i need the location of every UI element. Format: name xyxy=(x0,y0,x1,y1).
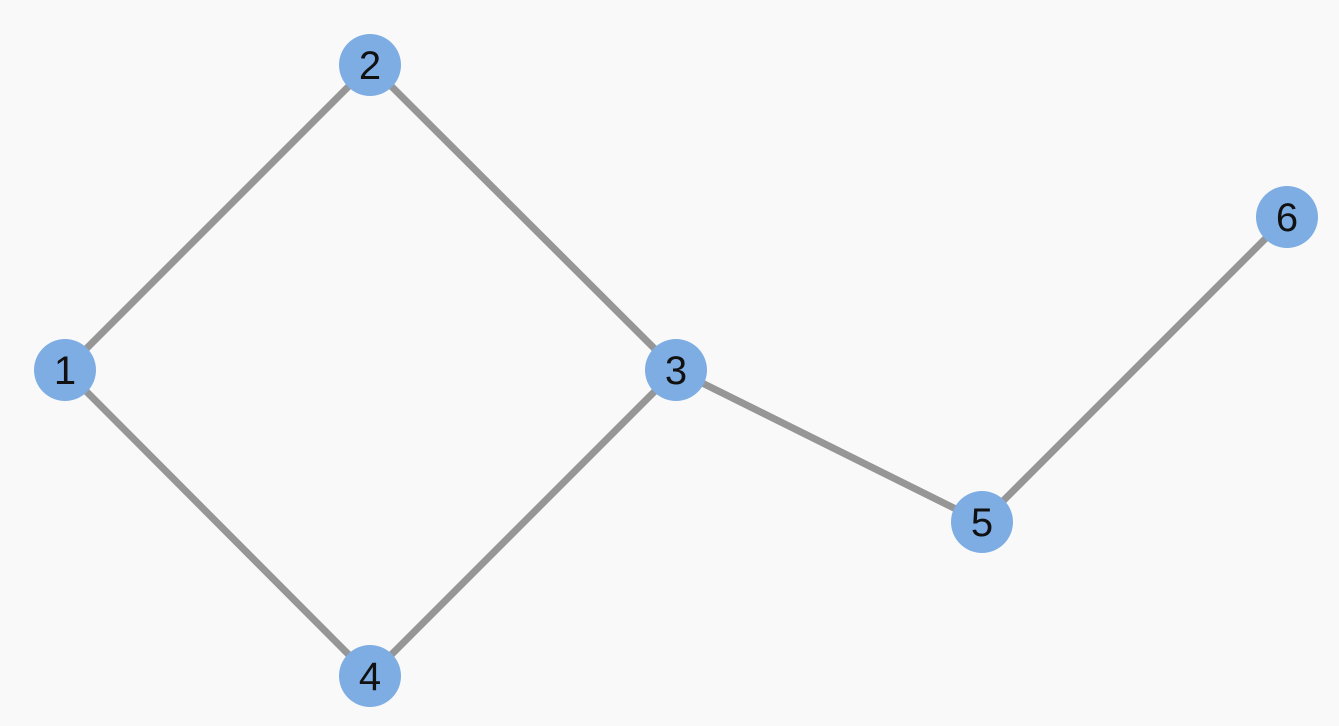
node-label: 2 xyxy=(359,44,381,88)
node-label: 6 xyxy=(1276,196,1298,240)
node-circle xyxy=(951,491,1013,553)
node-label: 1 xyxy=(54,349,76,393)
edge-3-5 xyxy=(672,366,986,526)
node-label: 3 xyxy=(665,349,687,393)
node-4: 4 xyxy=(339,645,401,707)
node-2: 2 xyxy=(339,34,401,96)
edge-4-3 xyxy=(366,366,680,680)
edge-5-6 xyxy=(978,213,1291,526)
node-circle xyxy=(339,645,401,707)
node-circle xyxy=(339,34,401,96)
edge-2-3 xyxy=(366,61,680,374)
edge-1-4 xyxy=(61,366,374,680)
node-label: 5 xyxy=(971,501,993,545)
node-circle xyxy=(645,339,707,401)
node-layer: 1 2 3 4 5 6 xyxy=(34,34,1318,707)
node-3: 3 xyxy=(645,339,707,401)
edge-layer xyxy=(61,61,1291,680)
node-5: 5 xyxy=(951,491,1013,553)
edge-1-2 xyxy=(61,61,374,374)
node-circle xyxy=(34,339,96,401)
node-6: 6 xyxy=(1256,186,1318,248)
node-1: 1 xyxy=(34,339,96,401)
node-circle xyxy=(1256,186,1318,248)
node-label: 4 xyxy=(359,655,381,699)
